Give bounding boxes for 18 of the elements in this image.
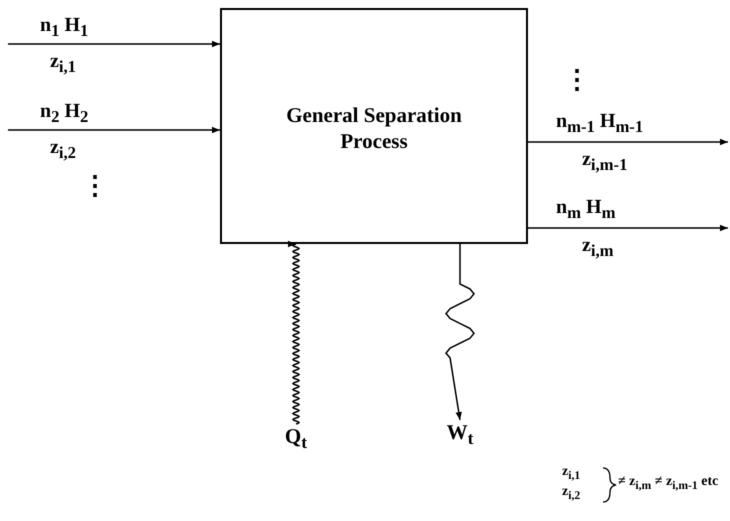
note-text: z$_{i,2}$ — [562, 484, 580, 502]
note-text: ≠ z$_{i,m}$ ≠ z$_{i,m-1}$ etc — [618, 474, 718, 492]
stream-composition: z$_{i,2}$ — [50, 136, 76, 163]
stream-composition: z$_{i,m-1}$ — [582, 148, 628, 175]
note-text: z$_{i,1}$ — [562, 464, 580, 482]
stream-composition: z$_{i,1}$ — [50, 50, 76, 77]
work-label: W$_{t}$ — [440, 420, 480, 448]
arrow — [8, 126, 220, 134]
ellipsis: ⋮ — [564, 64, 590, 95]
heat-label: Q$_{t}$ — [276, 424, 316, 452]
process-box: General Separation Process — [220, 8, 528, 244]
stream-composition: z$_{i,m}$ — [582, 234, 614, 261]
arrow — [528, 224, 728, 232]
arrow — [8, 40, 220, 48]
arrow — [528, 138, 728, 146]
arrow — [445, 244, 475, 420]
ellipsis: ⋮ — [82, 170, 108, 201]
arrow — [287, 243, 300, 425]
